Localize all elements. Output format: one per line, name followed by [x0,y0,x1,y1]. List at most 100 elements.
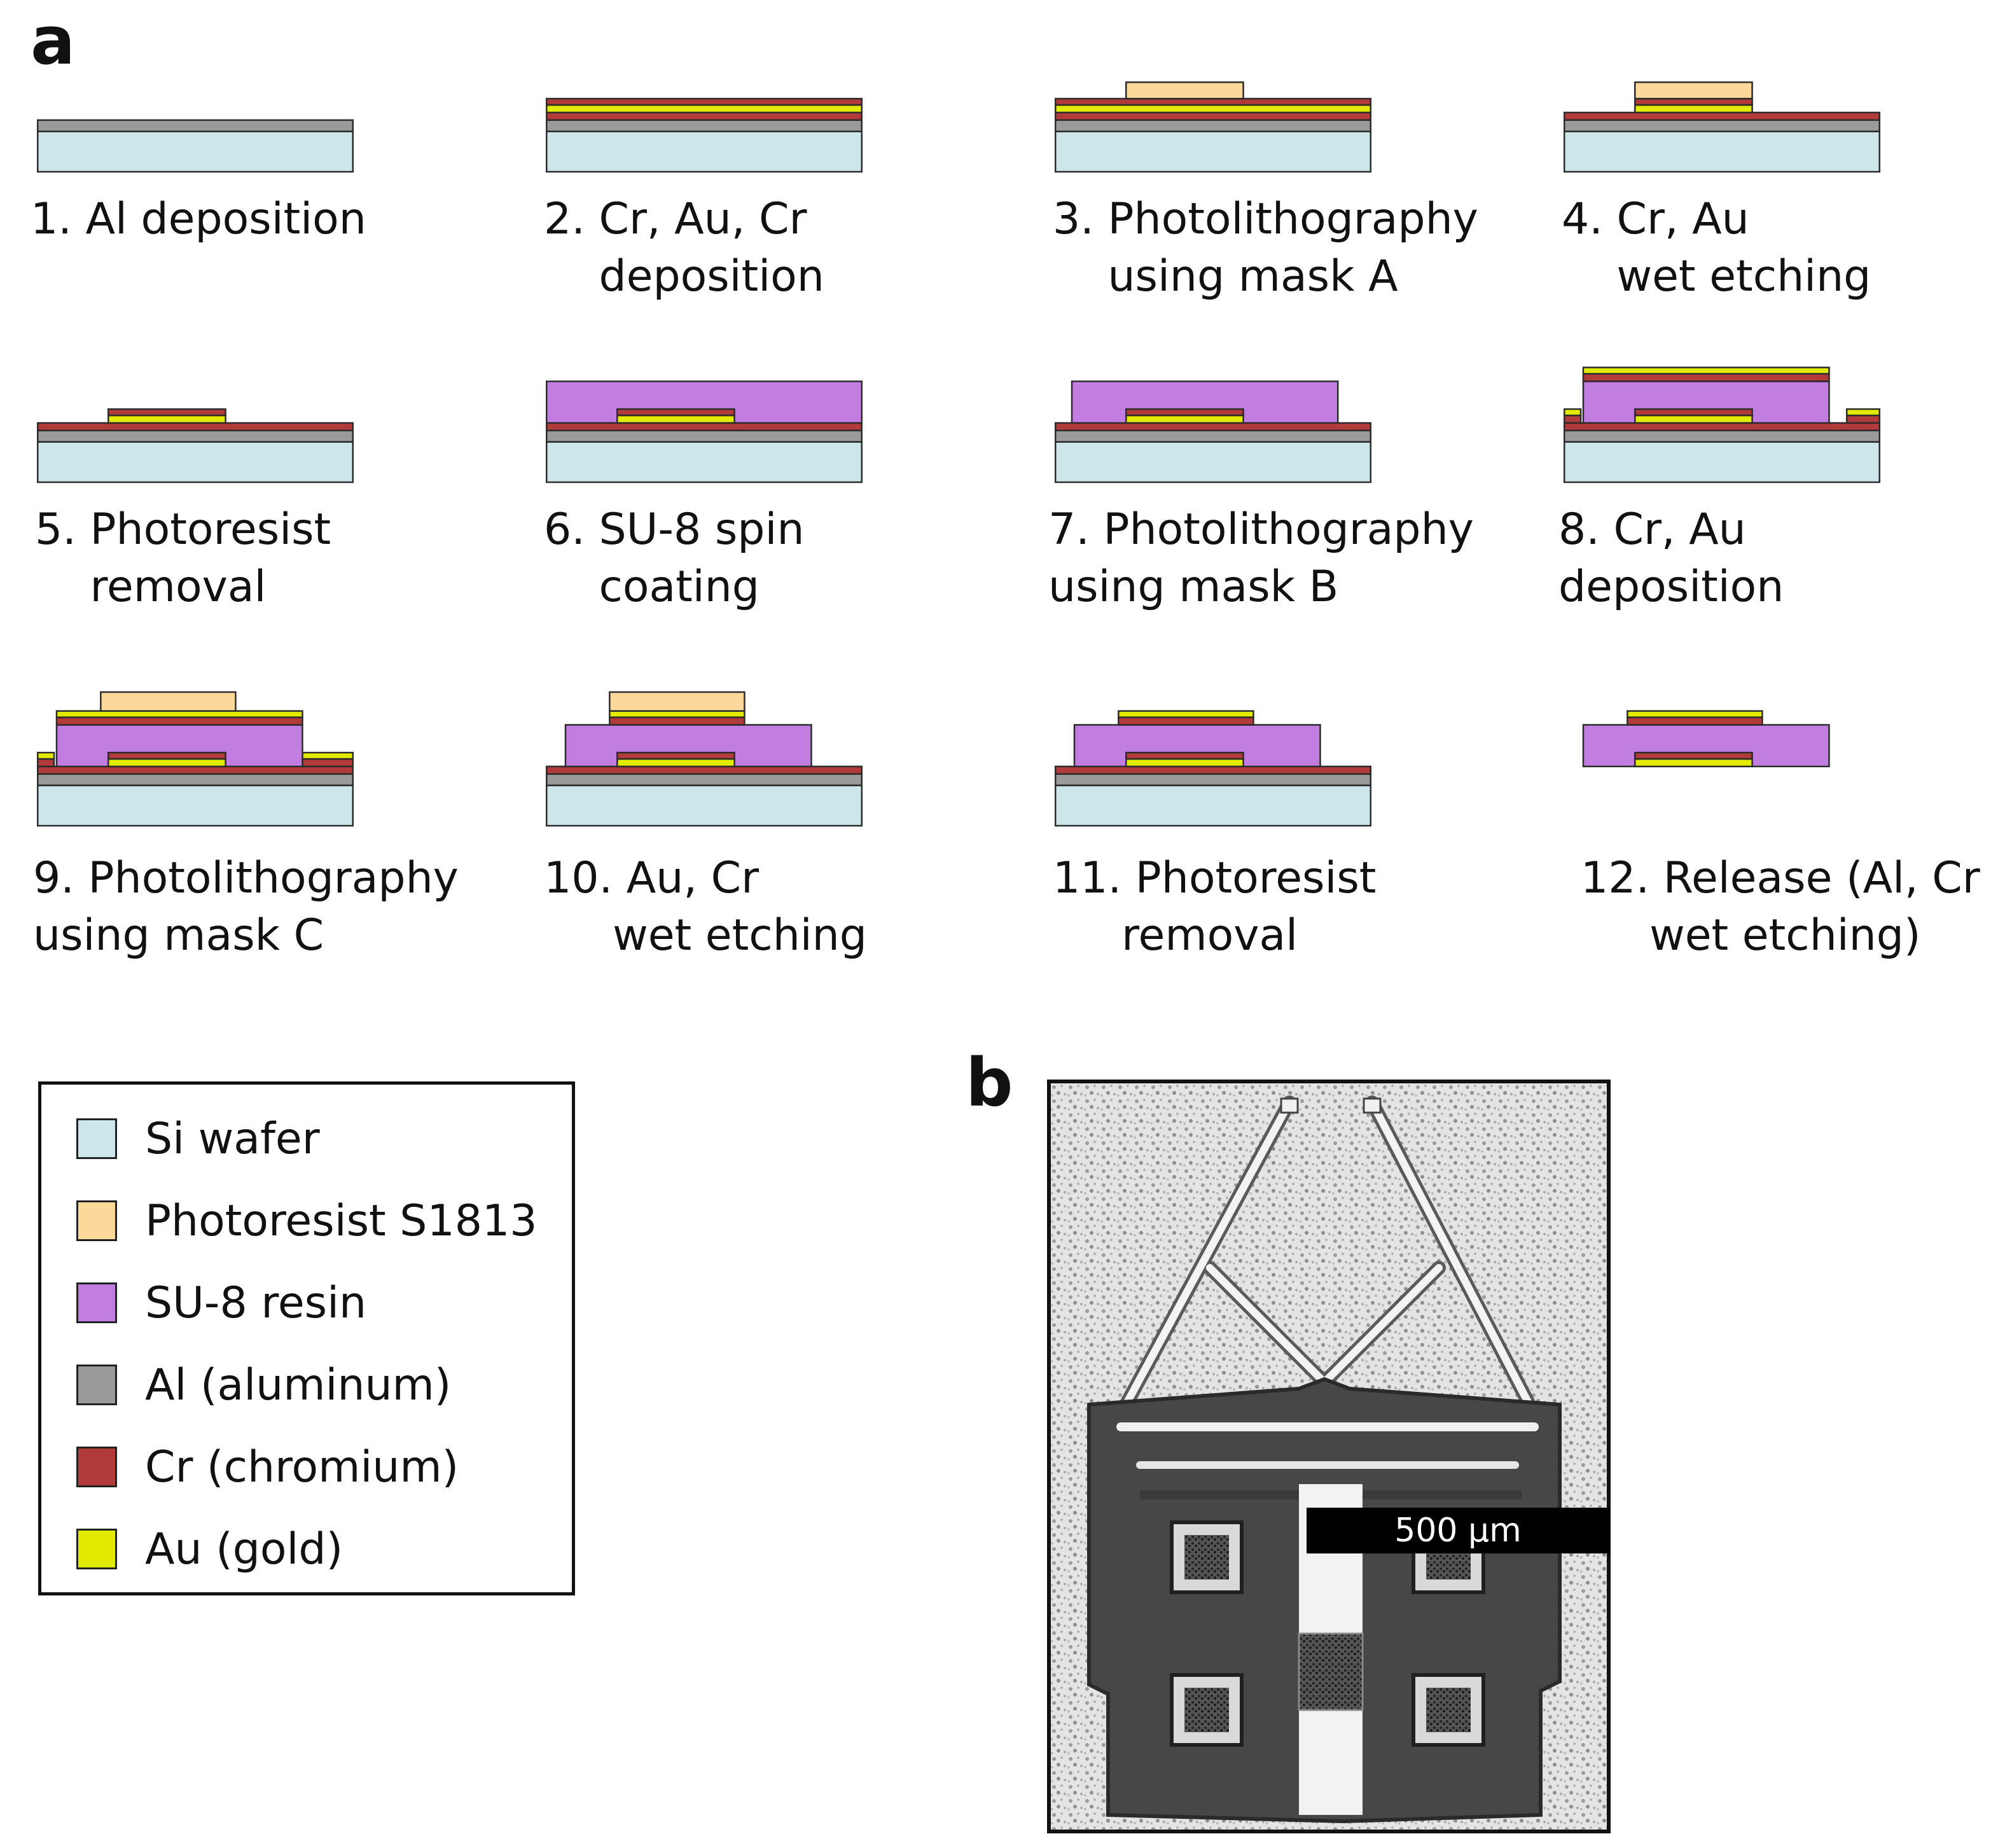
layer-al [37,773,354,786]
caption-line: wet etching [1562,251,1871,302]
layer-pr [1125,81,1244,100]
step-3-caption: 3. Photolithography using mask A [1053,191,1478,305]
layer-si [546,784,863,827]
layer-cr [1564,414,1582,424]
layer-au [609,710,746,718]
layer-au [1125,414,1244,424]
step-7-caption: 7. Photolithography using mask B [1048,501,1474,616]
layer-pr [1634,81,1753,100]
caption-line: 9. Photolithography [33,853,459,903]
layer-cr [108,408,226,417]
scale-bar: 500 µm [1307,1508,1609,1553]
step-4-cross-section [1564,81,1880,173]
step-12-cross-section [1582,710,1830,768]
step-12-caption: 12. Release (Al, Cr wet etching) [1581,850,1980,964]
layer-au [1582,366,1830,375]
layer-pr [100,691,237,712]
caption-line: 8. Cr, Au [1558,504,1746,555]
legend-label: Al (aluminum) [145,1359,452,1410]
layer-si [546,441,863,483]
layer-cr [546,111,863,121]
layer-au [302,751,354,760]
caption-line: 10. Au, Cr [544,853,760,903]
caption-line: 1. Al deposition [31,194,366,244]
layer-cr [1125,751,1244,760]
layer-au [616,414,735,424]
layer-si [1055,130,1371,173]
legend-swatch [76,1529,117,1569]
layer-au [55,710,303,718]
legend-swatch [76,1200,117,1241]
layer-cr [37,765,354,775]
legend-item-su8: SU-8 resin [76,1278,366,1328]
legend-label: Si wafer [145,1113,320,1164]
layer-au [1055,104,1371,114]
layer-au [1125,758,1244,768]
step-6-caption: 6. SU-8 spin coating [544,501,804,616]
step-1-caption: 1. Al deposition [31,191,366,248]
layer-au [37,751,55,760]
layer-si [1055,784,1371,827]
layer-al [1564,429,1880,443]
step-10-caption: 10. Au, Cr wet etching [544,850,867,964]
layer-au [1118,710,1254,718]
layer-cr [37,422,354,431]
legend-item-pr: Photoresist S1813 [76,1196,538,1246]
layer-al [1055,773,1371,786]
caption-line: removal [35,562,267,612]
layer-cr [1634,751,1753,760]
caption-line: 2. Cr, Au, Cr [544,194,807,244]
layer-cr [1634,97,1753,106]
caption-line: 4. Cr, Au [1562,194,1749,244]
layer-au [616,758,735,768]
device-micrograph [1047,1080,1611,1833]
caption-line: using mask A [1053,251,1398,302]
caption-line: using mask B [1048,562,1339,612]
layer-si [1564,441,1880,483]
step-8-cross-section [1564,366,1880,483]
layer-cr [609,716,746,726]
layer-al [546,429,863,443]
layer-cr [302,758,354,768]
layer-au [1634,414,1753,424]
legend-swatch [76,1447,117,1487]
layer-cr [1845,414,1880,424]
layer-au [1564,408,1582,417]
layer-al [37,429,354,443]
legend-swatch [76,1118,117,1159]
step-10-cross-section [546,691,863,827]
layer-cr [1055,97,1371,106]
caption-line: deposition [1558,562,1784,612]
caption-line: 7. Photolithography [1048,504,1474,555]
layer-cr [1055,422,1371,431]
layer-cr [1627,716,1763,726]
caption-line: removal [1053,910,1298,961]
layer-cr [1125,408,1244,417]
legend-item-au: Au (gold) [76,1524,343,1574]
legend-item-al: Al (aluminum) [76,1359,452,1410]
layer-cr [1564,111,1880,121]
layer-cr [55,716,303,726]
caption-line: 6. SU-8 spin [544,504,805,555]
step-2-caption: 2. Cr, Au, Cr deposition [544,191,824,305]
layer-au [108,414,226,424]
caption-line: wet etching) [1581,910,1921,961]
micrograph-image [1051,1083,1607,1830]
layer-cr [546,765,863,775]
layer-pr [609,691,746,712]
step-5-caption: 5. Photoresist removal [35,501,331,616]
step-11-cross-section [1055,710,1371,827]
layer-cr [616,408,735,417]
legend-label: Au (gold) [145,1524,343,1574]
step-6-cross-section [546,380,863,483]
layer-cr [616,751,735,760]
caption-line: wet etching [544,910,867,961]
layer-al [1055,429,1371,443]
layer-au [1845,408,1880,417]
layer-cr [37,758,55,768]
layer-si [37,441,354,483]
caption-line: 3. Photolithography [1053,194,1478,244]
layer-cr [1055,765,1371,775]
layer-si [546,130,863,173]
caption-line: using mask C [33,910,324,961]
